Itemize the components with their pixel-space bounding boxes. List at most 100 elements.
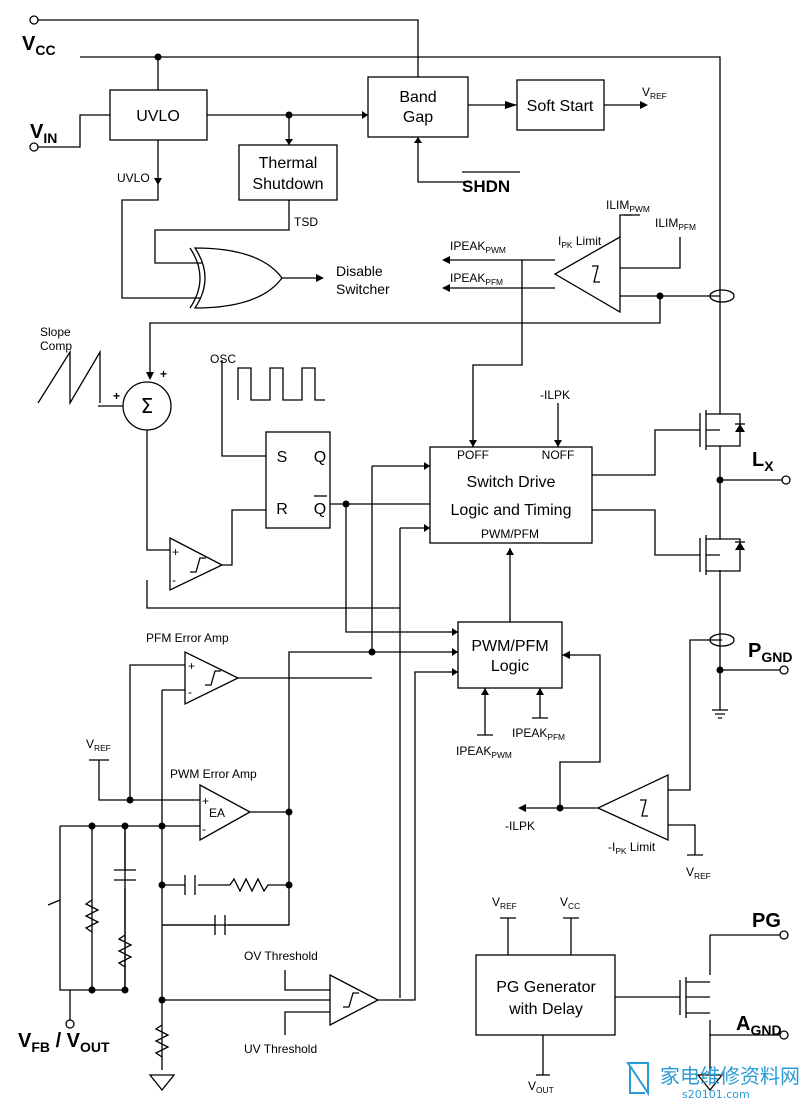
svg-text:POFF: POFF (457, 448, 489, 462)
divider-resistor (154, 1024, 170, 1058)
svg-text:s20101.com: s20101.com (682, 1088, 750, 1101)
ov-uv-comparator (329, 973, 380, 1027)
svg-text:Q: Q (314, 501, 326, 518)
ground-symbol-fb (148, 1074, 176, 1092)
ipk-limit-comparator (553, 235, 621, 314)
svg-text:EA: EA (209, 806, 225, 820)
svg-text:+: + (188, 659, 195, 673)
bandgap-block: Band Gap (367, 76, 469, 138)
shdn-label: SHDN (462, 177, 510, 196)
comp-label: Comp (40, 339, 72, 353)
soft-start-block: Soft Start (516, 79, 605, 131)
ref-ticks (89, 214, 640, 919)
vref-label-pg: VREF (492, 895, 517, 911)
neg-ipk-limit-label: -IPK Limit (608, 840, 656, 856)
osc-label: OSC (210, 352, 236, 366)
svg-text:Σ: Σ (141, 394, 154, 418)
summing-node: Σ + + (113, 367, 172, 431)
pin-terminals (29, 15, 791, 1040)
high-side-mosfet (699, 402, 745, 450)
pwm-comparator: + - (169, 536, 224, 592)
svg-text:Gap: Gap (403, 109, 433, 126)
thermal-shutdown-block: Thermal Shutdown (238, 144, 338, 201)
uv-threshold-label: UV Threshold (244, 1042, 317, 1056)
svg-text:Shutdown: Shutdown (252, 176, 323, 193)
vout-label-pg: VOUT (528, 1079, 554, 1095)
pg-mosfet (679, 977, 710, 1018)
ilpk-comparator (596, 773, 669, 842)
feedback-resistor-2 (117, 934, 133, 968)
svg-text:Thermal: Thermal (259, 155, 318, 172)
svg-text:with Delay: with Delay (508, 1001, 583, 1018)
svg-text:NOFF: NOFF (542, 448, 575, 462)
pwm-pfm-logic-block: PWM/PFM Logic (457, 621, 563, 689)
svg-text:R: R (276, 501, 288, 518)
svg-text:Band: Band (399, 89, 436, 106)
low-side-mosfet (699, 528, 745, 575)
ipk-limit-label: IPK Limit (558, 234, 602, 250)
switcher-label: Switcher (336, 281, 390, 297)
vcc-label-pg: VCC (560, 895, 580, 911)
vref-label-softstart: VREF (642, 85, 667, 101)
osc-waveform (237, 367, 325, 401)
uvlo-block: UVLO (109, 89, 208, 141)
svg-text:Q: Q (314, 449, 326, 466)
feedback-resistor-1 (84, 899, 100, 933)
pin-vin: VIN (30, 121, 57, 146)
ilim-pfm-label: ILIMPFM (655, 216, 696, 232)
pin-vfb-vout: VFB / VOUT (18, 1030, 110, 1055)
disable-label: Disable (336, 263, 383, 279)
ilim-pwm-label: ILIMPWM (606, 198, 650, 214)
comp-capacitor-1 (184, 875, 196, 895)
watermark: 家电维修资料网 s20101.com (626, 1062, 800, 1101)
arrowheads (146, 101, 648, 812)
pin-vcc: VCC (22, 33, 56, 58)
current-sense-loop-top (709, 289, 735, 303)
ground-symbol-agnd (696, 1074, 724, 1092)
svg-text:PWM/PFM: PWM/PFM (471, 638, 548, 655)
feedback-capacitor (114, 869, 136, 881)
ov-threshold-label: OV Threshold (244, 949, 318, 963)
slope-comp-waveform (37, 349, 101, 406)
switch-drive-block: POFF NOFF Switch Drive Logic and Timing … (429, 446, 593, 544)
svg-text:+: + (160, 367, 167, 381)
svg-text:-: - (172, 573, 176, 587)
uvlo-signal-label: UVLO (117, 171, 150, 185)
svg-text:-: - (202, 822, 206, 836)
svg-text:+: + (113, 389, 120, 403)
junction-dots (88, 53, 724, 1004)
svg-text:S: S (277, 449, 288, 466)
svg-text:PG Generator: PG Generator (496, 979, 596, 996)
vref-label-pfm: VREF (86, 737, 111, 753)
svg-text:-: - (188, 685, 192, 699)
pwm-error-amp: EA + - (199, 783, 252, 842)
svg-text:PWM/PFM: PWM/PFM (481, 527, 539, 541)
ipeak-pfm-bottom-label: IPEAKPFM (512, 726, 565, 742)
svg-text:Logic: Logic (491, 658, 529, 675)
or-gate (189, 247, 283, 309)
pin-pg: PG (752, 910, 781, 932)
feedback-switch (47, 899, 61, 906)
ipeak-pwm-bottom-label: IPEAKPWM (456, 744, 512, 760)
svg-text:UVLO: UVLO (136, 108, 180, 125)
svg-text:Switch Drive: Switch Drive (467, 474, 556, 491)
comp-capacitor-2 (214, 915, 226, 935)
comp-resistor (229, 877, 289, 893)
wires (37, 19, 782, 1075)
svg-text:Soft Start: Soft Start (527, 98, 594, 115)
neg-ilpk-label-top: -ILPK (540, 388, 570, 402)
svg-text:+: + (202, 794, 209, 808)
tsd-label: TSD (294, 215, 318, 229)
pg-generator-block: PG Generator with Delay (475, 954, 616, 1036)
svg-text:+: + (172, 545, 179, 559)
pin-agnd: AGND (736, 1013, 782, 1038)
svg-text:家电维修资料网: 家电维修资料网 (660, 1064, 800, 1088)
neg-ilpk-label-bottom: -ILPK (505, 819, 535, 833)
pin-lx: LX (752, 449, 774, 474)
pin-pgnd: PGND (748, 640, 792, 665)
svg-text:Logic and Timing: Logic and Timing (451, 502, 572, 519)
pfm-error-amp: + - (184, 650, 240, 706)
current-sense-loop-bottom (709, 633, 735, 647)
vref-label-ilpk: VREF (686, 865, 711, 881)
